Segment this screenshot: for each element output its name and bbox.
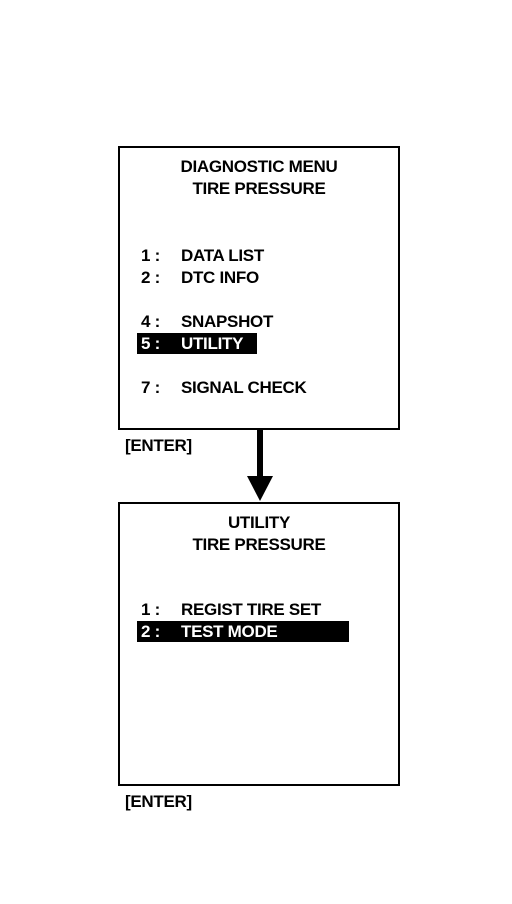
menu-item-number: 2 : [141, 268, 160, 287]
utility-screen: UTILITY TIRE PRESSURE 1 : REGIST TIRE SE… [118, 502, 400, 786]
menu-item-number: 1 : [141, 600, 160, 619]
menu-item-test-mode[interactable]: 2 : TEST MODE [137, 621, 349, 642]
menu-item-label: SIGNAL CHECK [181, 378, 307, 397]
menu-item-utility[interactable]: 5 : UTILITY [137, 333, 257, 354]
menu-item-label: REGIST TIRE SET [181, 600, 322, 619]
menu-item-label: SNAPSHOT [181, 312, 274, 331]
screen-subtitle: TIRE PRESSURE [192, 535, 326, 554]
menu-item-snapshot[interactable]: 4 : SNAPSHOT [137, 311, 287, 332]
enter-key-label: [ENTER] [125, 436, 192, 455]
menu-item-signal-check[interactable]: 7 : SIGNAL CHECK [137, 377, 337, 398]
menu-item-number: 2 : [141, 622, 160, 641]
menu-item-label: UTILITY [181, 334, 244, 353]
screen-subtitle: TIRE PRESSURE [192, 179, 326, 198]
menu-item-regist-tire-set[interactable]: 1 : REGIST TIRE SET [137, 599, 367, 620]
menu-item-label: DTC INFO [181, 268, 259, 287]
menu-item-dtc-info[interactable]: 2 : DTC INFO [137, 267, 287, 288]
menu-item-number: 4 : [141, 312, 160, 331]
screen-title: DIAGNOSTIC MENU [180, 157, 338, 176]
menu-item-number: 7 : [141, 378, 160, 397]
menu-item-number: 1 : [141, 246, 160, 265]
diagnostic-menu-screen: DIAGNOSTIC MENU TIRE PRESSURE 1 : DATA L… [118, 146, 400, 430]
menu-item-data-list[interactable]: 1 : DATA LIST [137, 245, 287, 266]
menu-item-number: 5 : [141, 334, 160, 353]
screen-title: UTILITY [227, 513, 291, 532]
down-arrow-icon [247, 430, 273, 501]
menu-item-label: TEST MODE [181, 622, 278, 641]
menu-item-label: DATA LIST [181, 246, 264, 265]
enter-key-label: [ENTER] [125, 792, 192, 811]
